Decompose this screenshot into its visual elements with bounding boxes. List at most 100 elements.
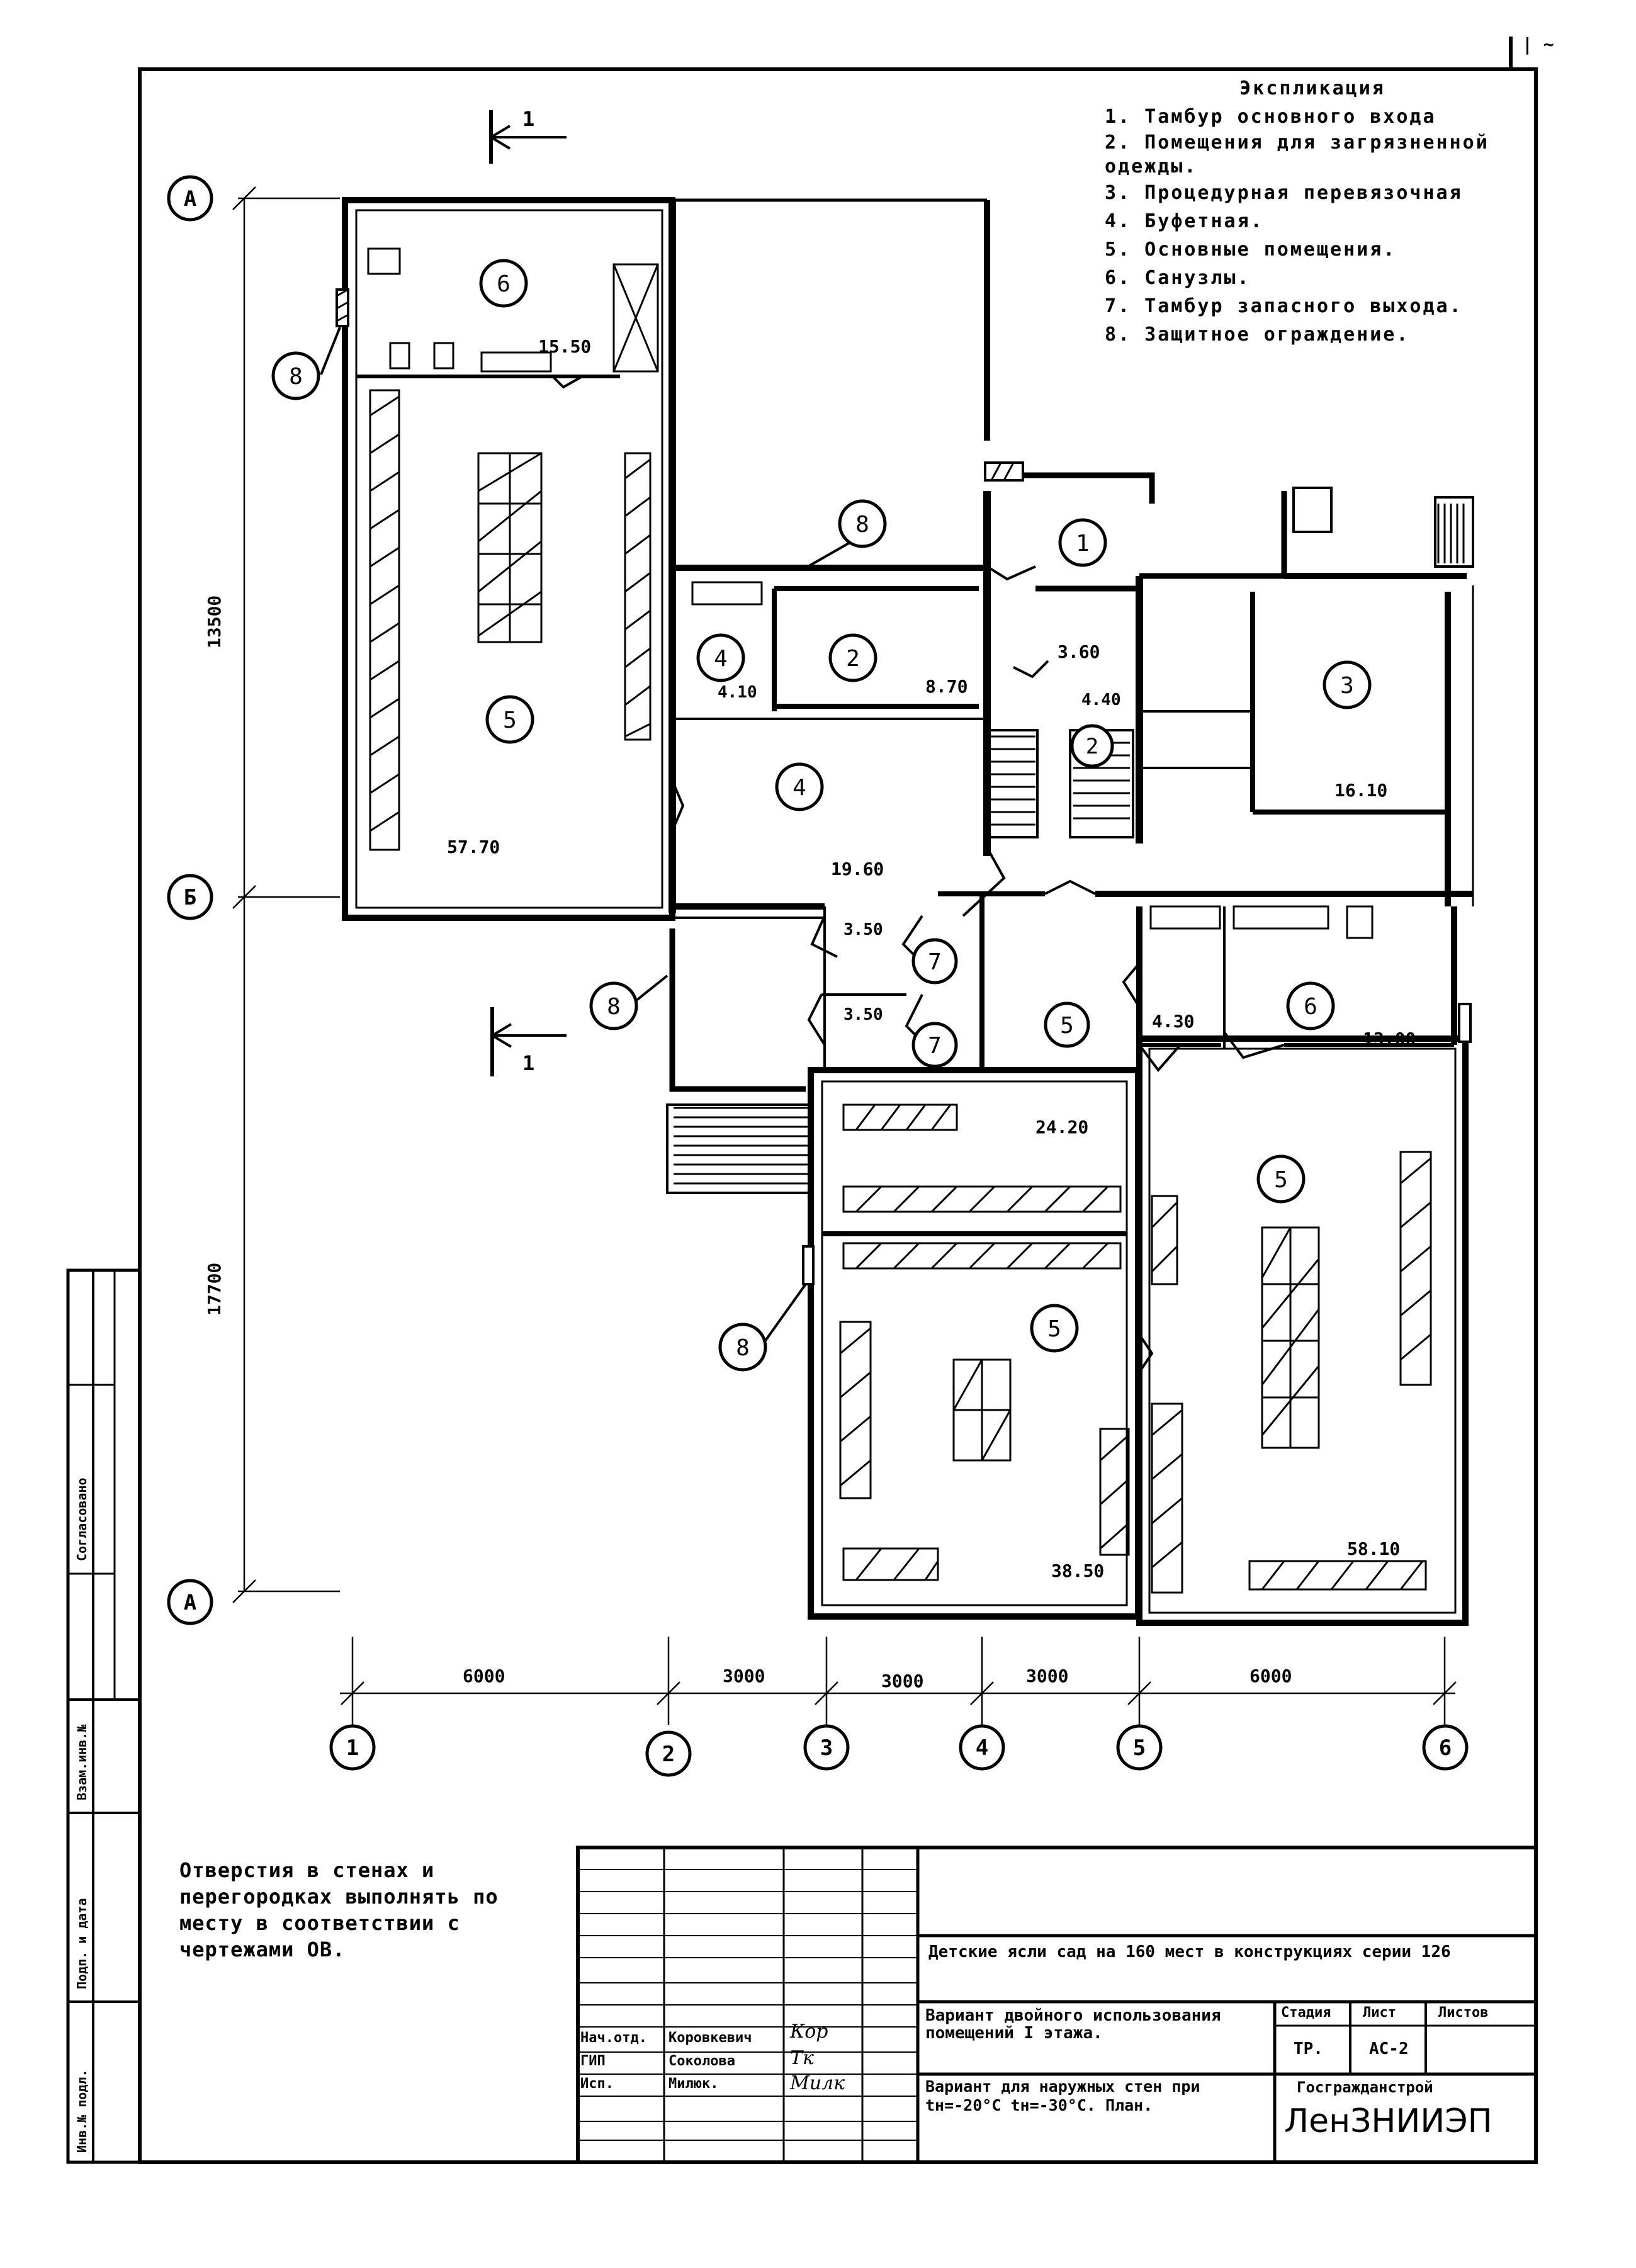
explication-item: 6. Санузлы. xyxy=(1105,267,1251,289)
room-1-vestibule: 13.60 xyxy=(1058,518,1107,662)
tb-role-2: ГИП xyxy=(580,2053,606,2069)
svg-text:15.50: 15.50 xyxy=(538,336,591,357)
tb-org-top: Госгражданстрой xyxy=(1297,2079,1433,2096)
explication-title: Экспликация xyxy=(1239,77,1385,99)
title-block-grid xyxy=(576,1846,1538,2164)
tb-project-title: Детские ясли сад на 160 мест в конструкц… xyxy=(928,1943,1451,1961)
svg-text:58.10: 58.10 xyxy=(1347,1538,1400,1559)
sheet-corner-mark: | ~ xyxy=(1522,34,1554,55)
svg-text:6: 6 xyxy=(1439,1735,1452,1761)
svg-text:1: 1 xyxy=(346,1735,359,1761)
axis-number-4: 4 xyxy=(959,1724,1005,1771)
svg-text:3.50: 3.50 xyxy=(843,1005,883,1024)
room-5-main-hall: 557.70 xyxy=(447,695,534,857)
room-7-upper: 73.50 xyxy=(843,920,958,984)
section-mark-top: 1 xyxy=(489,107,567,164)
axis-letter-a-bottom: А xyxy=(167,1579,213,1625)
room-2-small: 24.40 xyxy=(1070,691,1121,768)
section-mark-bottom: 1 xyxy=(490,1007,567,1076)
svg-text:8: 8 xyxy=(289,364,303,390)
axis-number-1: 1 xyxy=(329,1724,376,1771)
svg-text:1: 1 xyxy=(522,1051,534,1075)
tb-name-2: Соколова xyxy=(669,2053,735,2069)
room-6-sanitary: 613.00 xyxy=(1286,981,1416,1049)
side-stamp-label-2: Подп. и дата xyxy=(74,1898,89,1990)
explication-item: 5. Основные помещения. xyxy=(1105,239,1397,261)
axis-letter-a-top: А xyxy=(167,175,213,222)
svg-text:2: 2 xyxy=(846,646,860,672)
explication-item: 2. Помещения для загрязненной одежды. xyxy=(1105,132,1489,178)
svg-text:5: 5 xyxy=(503,708,517,733)
tb-role-3: Исп. xyxy=(580,2076,614,2092)
svg-text:24.20: 24.20 xyxy=(1035,1117,1088,1137)
svg-text:13.00: 13.00 xyxy=(1363,1029,1416,1049)
explication-item: 8. Защитное ограждение. xyxy=(1105,324,1410,346)
svg-text:57.70: 57.70 xyxy=(447,837,500,857)
building-walls xyxy=(342,197,1474,1626)
tb-signature-1: Кор xyxy=(790,2021,828,2043)
side-stamp xyxy=(66,1268,142,2164)
svg-text:19.60: 19.60 xyxy=(831,859,884,879)
svg-text:38.50: 38.50 xyxy=(1051,1560,1104,1581)
explication: Экспликация 1. Тамбур основного входа 2.… xyxy=(1105,74,1545,349)
explication-item: 1. Тамбур основного входа xyxy=(1105,106,1436,128)
svg-text:5: 5 xyxy=(1047,1316,1061,1342)
axis-number-6: 6 xyxy=(1422,1724,1469,1771)
fence-hatched-blocks xyxy=(336,288,1472,1285)
svg-text:8: 8 xyxy=(855,512,869,538)
axis-letter-b: Б xyxy=(167,874,213,920)
room-5-corridor: 524.20 xyxy=(1035,1001,1090,1137)
dim-horizontal-4: 3000 xyxy=(1026,1666,1068,1686)
svg-text:3: 3 xyxy=(820,1735,833,1761)
axis-number-5: 5 xyxy=(1116,1724,1163,1771)
svg-text:4.10: 4.10 xyxy=(718,683,757,702)
svg-text:Б: Б xyxy=(184,885,196,910)
svg-text:5: 5 xyxy=(1274,1167,1288,1193)
room-5-small: 4.30 xyxy=(1152,1011,1194,1032)
svg-text:3: 3 xyxy=(1340,673,1354,699)
explication-item: 4. Буфетная. xyxy=(1105,210,1264,232)
dim-vertical-1: 13500 xyxy=(204,595,225,648)
svg-text:6: 6 xyxy=(497,271,511,297)
tb-sheet-value: АС-2 xyxy=(1369,2040,1409,2058)
svg-text:4: 4 xyxy=(714,646,728,672)
fence-mark-1: 8 xyxy=(271,351,320,400)
tb-name-3: Милюк. xyxy=(669,2076,719,2092)
svg-text:1: 1 xyxy=(522,107,534,131)
explication-item: 7. Тамбур запасного выхода. xyxy=(1105,295,1463,317)
svg-text:16.10: 16.10 xyxy=(1334,780,1387,801)
explication-item: 3. Процедурная перевязочная xyxy=(1105,182,1463,204)
side-stamp-label-1: Инв.№ подл. xyxy=(74,2069,89,2153)
tb-name-1: Коровкевич xyxy=(669,2030,752,2046)
side-stamp-label-3: Взам.инв.№ xyxy=(74,1724,89,1800)
svg-text:3.60: 3.60 xyxy=(1058,641,1100,662)
room-5-lower-left: 538.50 xyxy=(1030,1304,1104,1581)
door-swings xyxy=(553,375,1285,1374)
tb-sheet-header: Лист xyxy=(1363,2005,1396,2021)
svg-text:2: 2 xyxy=(662,1742,675,1767)
fence-mark-2: 8 xyxy=(838,499,887,548)
svg-text:А: А xyxy=(184,186,196,212)
room-4-small: 44.10 xyxy=(696,633,757,702)
tb-signature-2: Тк xyxy=(790,2047,814,2069)
svg-text:4: 4 xyxy=(976,1735,988,1761)
dim-horizontal-3: 3000 xyxy=(881,1671,923,1691)
svg-text:5: 5 xyxy=(1060,1013,1074,1039)
tb-sub-title: Вариант для наружных стен при tн=-20°С t… xyxy=(925,2077,1200,2114)
axis-number-2: 2 xyxy=(645,1730,692,1777)
general-note: Отверстия в стенах и перегородках выполн… xyxy=(179,1858,499,1961)
svg-text:4.40: 4.40 xyxy=(1081,691,1121,709)
tb-role-1: Нач.отд. xyxy=(580,2030,647,2046)
dim-horizontal-2: 3000 xyxy=(723,1666,765,1686)
room-6-upper-left: 615.50 xyxy=(479,259,591,357)
tb-signature-3: Милк xyxy=(790,2072,845,2094)
svg-text:7: 7 xyxy=(928,1033,942,1059)
room-3-procedure: 316.10 xyxy=(1323,660,1387,801)
room-7-lower: 73.50 xyxy=(843,1005,958,1068)
furniture xyxy=(367,247,1432,1594)
svg-text:3.50: 3.50 xyxy=(843,920,883,939)
fence-mark-3: 8 xyxy=(589,981,638,1030)
tb-stage-value: ТР. xyxy=(1294,2040,1323,2058)
dim-vertical-2: 17700 xyxy=(204,1263,225,1316)
room-4-buffet: 419.60 xyxy=(775,762,884,879)
